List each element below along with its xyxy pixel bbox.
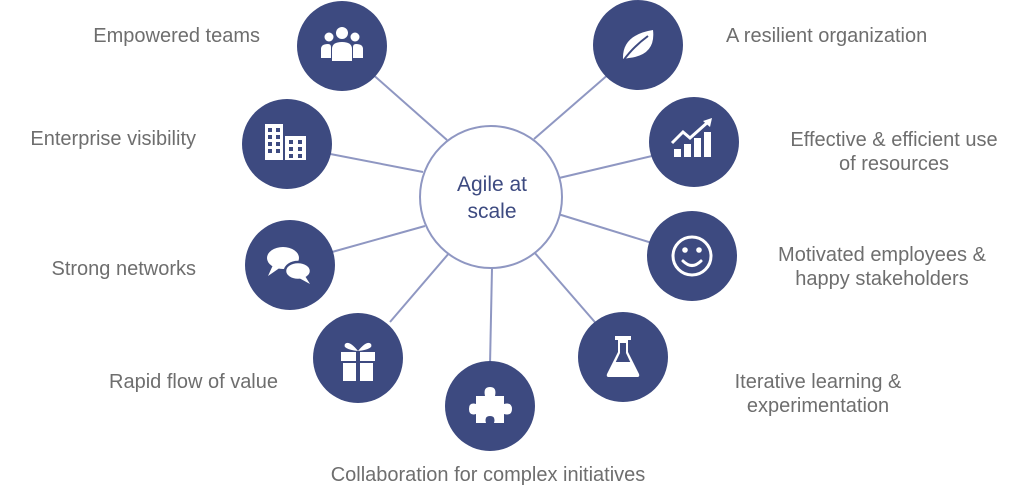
hub-circle (419, 125, 563, 269)
connector-resilient-org (533, 72, 611, 140)
smiley-icon (671, 235, 713, 277)
node-resilient-org (593, 0, 683, 90)
label-strong-networks: Strong networks (51, 258, 196, 280)
people-icon (321, 27, 363, 61)
node-strong-networks (245, 220, 335, 310)
hub-label-line2: scale (467, 200, 517, 223)
node-iterative-learning (578, 312, 668, 402)
node-rapid-flow (313, 313, 403, 403)
node-empowered-teams (297, 1, 387, 91)
gift-icon (341, 342, 375, 381)
node-enterprise-visibility (242, 99, 332, 189)
flask-icon (606, 336, 640, 377)
label-empowered-teams: Empowered teams (93, 25, 260, 47)
node-collaboration (445, 361, 535, 451)
connector-enterprise-visibility (319, 151, 424, 173)
hub-label-line1: Agile at (456, 173, 528, 196)
connector-rapid-flow (389, 251, 451, 323)
label-motivated-employees: Motivated employees & happy stakeholders (778, 244, 986, 290)
label-effective-use: Effective & efficient use of resources (790, 129, 998, 175)
label-enterprise-visibility: Enterprise visibility (30, 128, 196, 150)
label-iterative-learning: Iterative learning & experimentation (734, 371, 902, 417)
connector-effective-use (558, 155, 653, 179)
connector-strong-networks (331, 225, 426, 253)
growth-chart-icon (670, 118, 712, 157)
label-resilient-org: A resilient organization (726, 25, 928, 47)
speech-bubbles-icon (267, 247, 313, 284)
leaf-icon (622, 30, 654, 62)
building-icon (265, 124, 306, 160)
connector-collaboration (489, 267, 493, 366)
connectors (319, 71, 653, 366)
node-effective-use (649, 97, 739, 187)
connector-empowered-teams (369, 71, 448, 141)
connector-iterative-learning (533, 251, 601, 329)
node-motivated-employees (647, 211, 737, 301)
label-collaboration: Collaboration for complex initiatives (330, 464, 646, 486)
label-rapid-flow: Rapid flow of value (109, 371, 278, 393)
connector-motivated-employees (557, 213, 653, 244)
hub-label: Agile at scale (432, 171, 552, 225)
puzzle-piece-icon (469, 387, 512, 423)
